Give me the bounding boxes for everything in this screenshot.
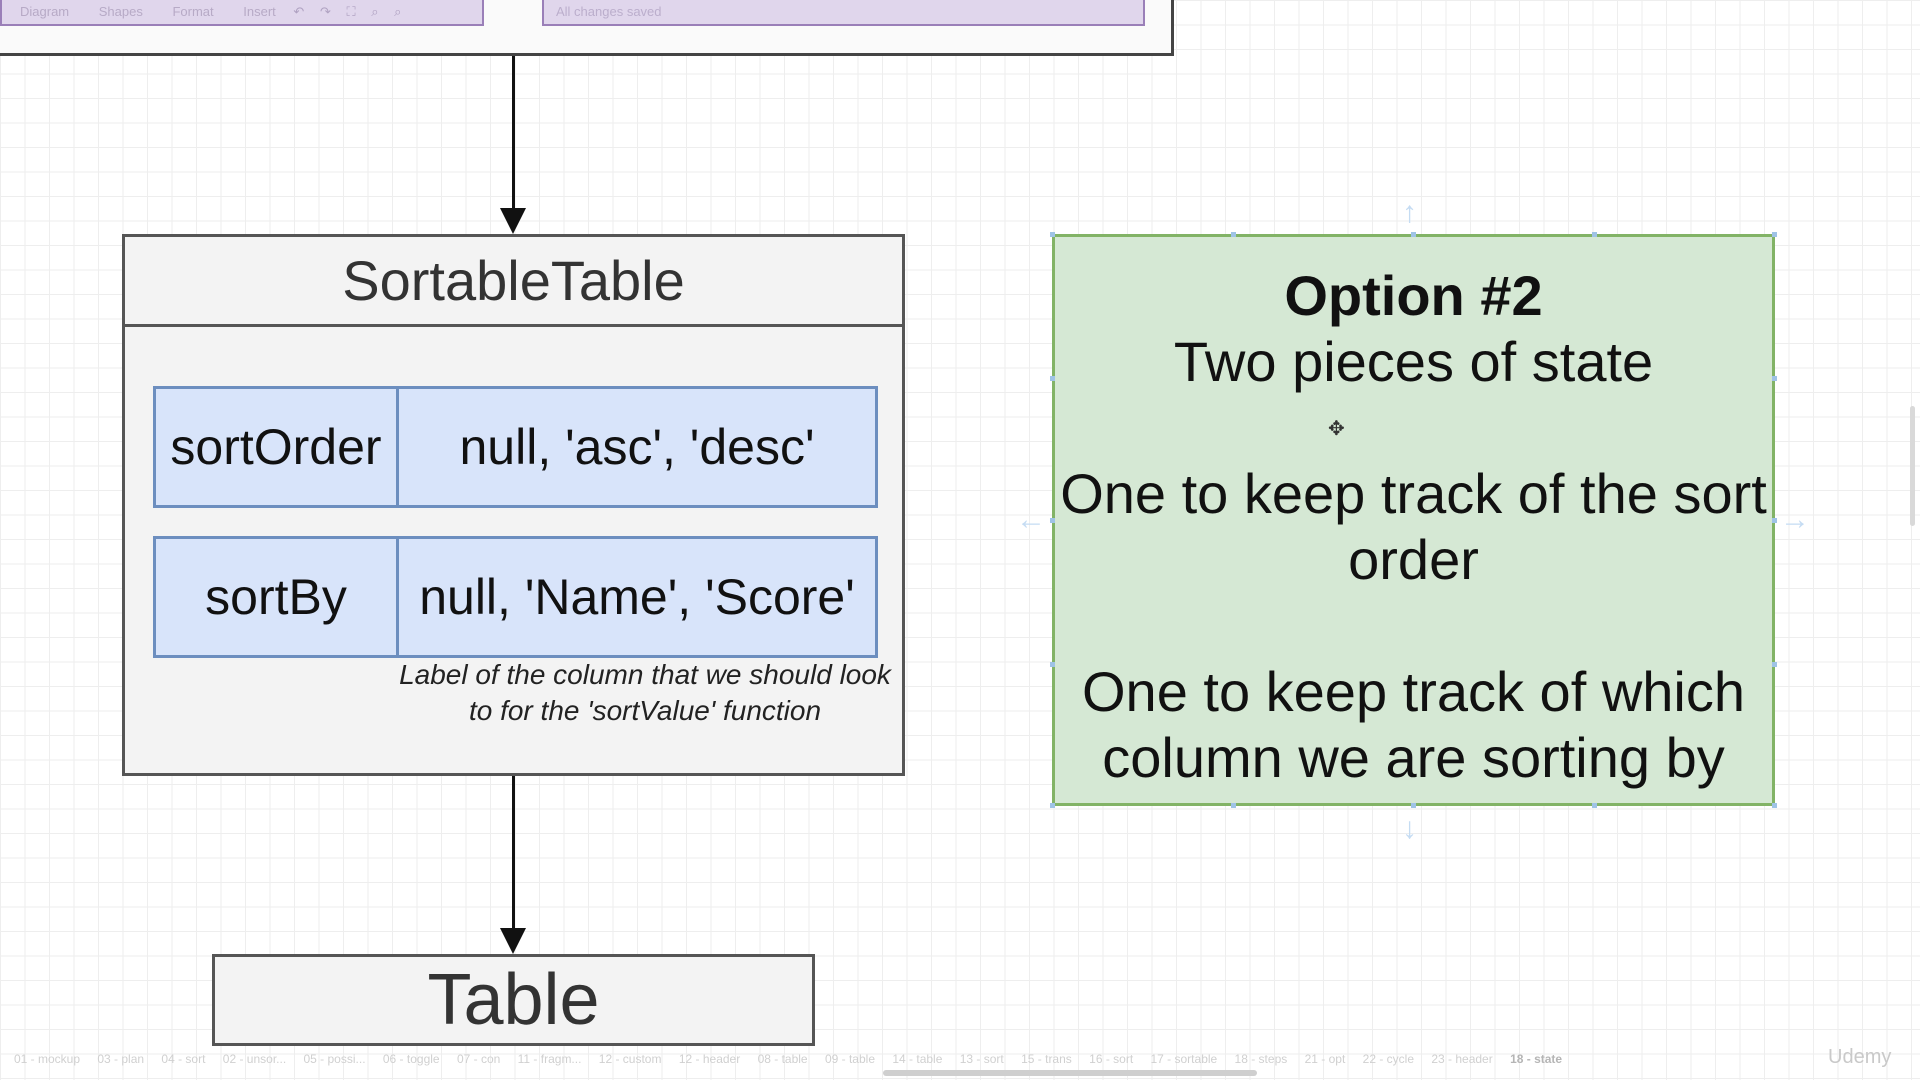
toolbar-item-diagram: Diagram [20, 4, 70, 19]
page-tab[interactable]: 14 - table [892, 1052, 943, 1066]
page-tab[interactable]: 17 - sortable [1150, 1052, 1218, 1066]
resize-handle[interactable] [1050, 376, 1055, 381]
move-cursor-icon: ✥ [1328, 418, 1345, 440]
option-note[interactable]: Option #2 Two pieces of state One to kee… [1052, 234, 1775, 806]
connector-top-arrowhead [500, 208, 526, 234]
horizontal-scrollbar[interactable] [883, 1070, 1257, 1076]
page-tab[interactable]: 16 - sort [1089, 1052, 1134, 1066]
table-title: Table [427, 960, 600, 1040]
resize-handle[interactable] [1231, 232, 1236, 237]
resize-handle[interactable] [1411, 232, 1416, 237]
page-tab-active[interactable]: 18 - state [1510, 1052, 1563, 1066]
resize-handle[interactable] [1050, 518, 1055, 523]
zoom-in-icon: ⌕ [371, 4, 379, 19]
option-point-sort-by: One to keep track of which column we are… [1081, 660, 1745, 789]
page-tab[interactable]: 23 - header [1431, 1052, 1493, 1066]
resize-handle[interactable] [1050, 803, 1055, 808]
connector-bottom-arrowhead [500, 928, 526, 954]
resize-handle[interactable] [1772, 803, 1777, 808]
resize-handle[interactable] [1231, 803, 1236, 808]
undo-icon: ↶ [293, 4, 305, 19]
sortable-table-component[interactable]: SortableTable sortOrder null, 'asc', 'de… [122, 234, 905, 776]
state-name: sortOrder [156, 389, 399, 505]
option-point-sort-order: One to keep track of the sort order [1060, 462, 1767, 591]
vertical-scrollbar[interactable] [1910, 406, 1915, 526]
embedded-editor-toolbar: Diagram Shapes Format Insert ↶ ↷ ⛶ ⌕ ⌕ [0, 0, 484, 26]
connector-top-line[interactable] [512, 56, 515, 210]
page-tab[interactable]: 12 - custom [598, 1052, 662, 1066]
resize-handle[interactable] [1411, 803, 1416, 808]
page-tab[interactable]: 01 - mockup [14, 1052, 81, 1066]
connect-left-arrow-icon[interactable]: ← [1016, 503, 1046, 536]
resize-handle[interactable] [1050, 232, 1055, 237]
resize-handle[interactable] [1772, 518, 1777, 523]
option-subtitle: Two pieces of state [1173, 330, 1654, 393]
page-tab[interactable]: 08 - table [757, 1052, 808, 1066]
resize-handle[interactable] [1592, 232, 1597, 237]
connector-bottom-line[interactable] [512, 776, 515, 930]
page-tab[interactable]: 21 - opt [1304, 1052, 1346, 1066]
toolbar-item-shapes: Shapes [98, 4, 143, 19]
page-tab[interactable]: 15 - trans [1021, 1052, 1072, 1066]
page-tab[interactable]: 13 - sort [959, 1052, 1004, 1066]
resize-handle[interactable] [1772, 662, 1777, 667]
resize-handle[interactable] [1772, 376, 1777, 381]
resize-handle[interactable] [1050, 662, 1055, 667]
zoom-out-icon: ⌕ [394, 4, 402, 19]
table-component[interactable]: Table [212, 954, 815, 1046]
page-tab[interactable]: 18 - steps [1234, 1052, 1288, 1066]
page-tab[interactable]: 12 - header [678, 1052, 741, 1066]
page-tab[interactable]: 04 - sort [161, 1052, 206, 1066]
toolbar-item-format: Format [172, 4, 214, 19]
connect-down-arrow-icon[interactable]: ↓ [1402, 812, 1417, 845]
fullscreen-icon: ⛶ [346, 4, 356, 19]
redo-icon: ↷ [319, 4, 331, 19]
page-tab[interactable]: 07 - con [456, 1052, 501, 1066]
resize-handle[interactable] [1592, 803, 1597, 808]
page-tab[interactable]: 05 - possi... [303, 1052, 366, 1066]
toolbar-item-insert: Insert [243, 4, 276, 19]
page-tabs-bar: 01 - mockup 03 - plan 04 - sort 02 - uns… [0, 1052, 1920, 1072]
page-tab[interactable]: 09 - table [824, 1052, 875, 1066]
state-row-sort-order[interactable]: sortOrder null, 'asc', 'desc' [153, 386, 878, 508]
page-tab[interactable]: 22 - cycle [1362, 1052, 1414, 1066]
embedded-editor-status: All changes saved [542, 0, 1145, 26]
state-values: null, 'Name', 'Score' [419, 569, 855, 625]
page-tab[interactable]: 03 - plan [97, 1052, 145, 1066]
state-values: null, 'asc', 'desc' [459, 419, 815, 475]
page-tab[interactable]: 02 - unsor... [222, 1052, 287, 1066]
resize-handle[interactable] [1772, 232, 1777, 237]
state-name: sortBy [156, 539, 399, 655]
connect-up-arrow-icon[interactable]: ↑ [1402, 196, 1417, 229]
state-row-sort-by[interactable]: sortBy null, 'Name', 'Score' [153, 536, 878, 658]
page-tab[interactable]: 11 - fragm... [517, 1052, 582, 1066]
sortable-table-title: SortableTable [125, 237, 902, 327]
sortby-annotation[interactable]: Label of the column that we should look … [399, 659, 891, 726]
watermark-logo: Udemy [1828, 1046, 1892, 1068]
connect-right-arrow-icon[interactable]: → [1780, 503, 1810, 536]
option-title: Option #2 [1284, 264, 1543, 327]
page-tab[interactable]: 06 - toggle [382, 1052, 440, 1066]
